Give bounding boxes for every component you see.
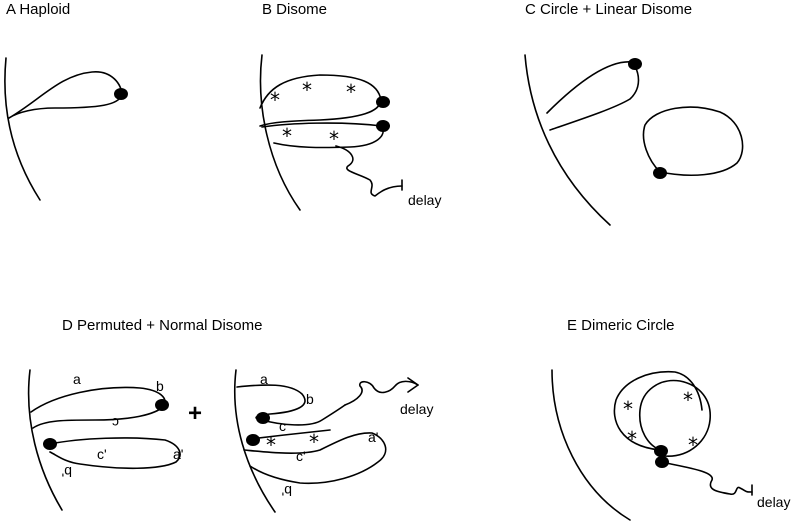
panel-e-delay-label: delay — [757, 494, 790, 510]
panel-e-circle-left — [613, 370, 703, 451]
panel-d-right-label-a-prime: a' — [368, 429, 378, 445]
panel-d-left-label-a-prime: a' — [173, 446, 183, 462]
panel-d-right-label-b: b — [306, 391, 314, 407]
panel-c-chromosome-circle — [642, 106, 744, 176]
panel-d-delay-tail — [344, 380, 419, 406]
panel-d-right-origin-dot-upper — [256, 412, 270, 424]
panel-d-right-chromosome-upper — [236, 384, 346, 426]
panel-d-right-chromosome-lower — [243, 432, 387, 485]
panel-b-marker-4: * — [282, 124, 292, 148]
panel-d-marker-2: * — [309, 430, 319, 454]
panel-b-origin-dot-lower — [376, 120, 390, 132]
panel-d-left-label-b-prime: b' — [62, 464, 72, 480]
panel-e-delay-tail — [665, 462, 753, 495]
panel-e-origin-dot-upper — [654, 445, 668, 457]
panel-c-chromosome-linear — [546, 61, 640, 131]
panel-d-right-label-a: a — [260, 371, 268, 387]
panel-d-title: D Permuted + Normal Disome — [62, 317, 262, 334]
panel-d-left-chromosome-lower — [49, 437, 181, 470]
panel-b-marker-2: * — [302, 78, 312, 102]
panel-e-origin-dot-lower — [655, 456, 669, 468]
panel-c-title: C Circle + Linear Disome — [525, 1, 692, 18]
panel-e: E Dimeric Circle delay * * * * — [551, 317, 790, 521]
panel-a-cell-wall — [4, 57, 41, 201]
panel-b-delay-tail — [335, 145, 403, 197]
panel-d-right-cell-wall — [233, 369, 276, 513]
panel-e-marker-4: * — [688, 433, 698, 457]
panel-b-origin-dot-upper — [376, 96, 390, 108]
panel-d-delay-arrow — [407, 377, 419, 393]
panel-b: B Disome delay * * * * * — [259, 1, 441, 211]
panel-d-right-label-c: c — [279, 418, 286, 434]
panel-d-right-label-b-prime: b' — [282, 483, 292, 499]
panel-e-marker-2: * — [683, 388, 693, 412]
panel-d-left-chromosome-upper — [30, 386, 166, 429]
panel-c: C Circle + Linear Disome — [524, 1, 744, 226]
panel-d-left-label-c: c — [112, 415, 119, 431]
panel-a-title: A Haploid — [6, 1, 70, 18]
panel-d-left-label-b: b — [156, 378, 164, 394]
panel-b-marker-5: * — [329, 127, 339, 151]
panel-c-origin-dot-linear — [628, 58, 642, 70]
panel-b-marker-3: * — [346, 80, 356, 104]
panel-d-left-origin-dot-lower — [43, 438, 57, 450]
panel-a: A Haploid — [4, 1, 128, 201]
panel-d-left-label-a: a — [73, 371, 81, 387]
panel-e-cell-wall — [551, 369, 631, 521]
panel-e-title: E Dimeric Circle — [567, 317, 675, 334]
panel-d-delay-label: delay — [400, 401, 433, 417]
panel-b-cell-wall — [259, 54, 301, 211]
panel-d-left-label-c-prime: c' — [97, 446, 107, 462]
panel-b-marker-1: * — [270, 88, 280, 112]
panel-a-origin-dot — [114, 88, 128, 100]
panel-d-right-label-c-prime: c' — [296, 448, 306, 464]
panel-b-title: B Disome — [262, 1, 327, 18]
panel-e-marker-3: * — [627, 427, 637, 451]
panel-c-origin-dot-circle — [653, 167, 667, 179]
panel-a-chromosome — [8, 71, 123, 119]
panel-d-left-origin-dot-upper — [155, 399, 169, 411]
panel-e-circle-right — [638, 379, 711, 457]
panel-d-plus-sign: + — [188, 400, 202, 427]
panel-b-delay-label: delay — [408, 192, 441, 208]
panel-d-right-origin-dot-lower — [246, 434, 260, 446]
panel-d-left-cell-wall — [27, 369, 63, 511]
panel-c-cell-wall — [524, 54, 611, 226]
panel-b-chromosome-lower — [261, 122, 384, 149]
panel-d-marker-1: * — [266, 433, 276, 457]
panel-e-marker-1: * — [623, 397, 633, 421]
panel-d: D Permuted + Normal Disome a b c c' a' b… — [27, 317, 433, 513]
